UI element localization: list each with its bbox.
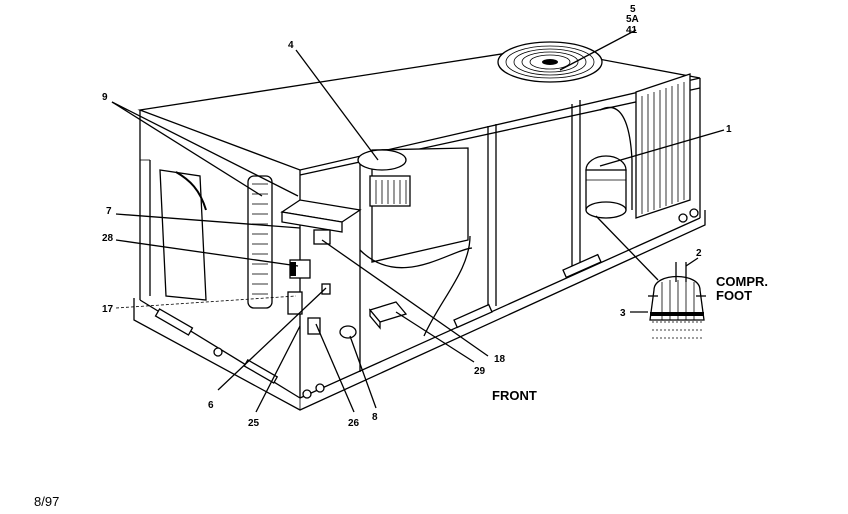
compressor-foot-label-line2: FOOT xyxy=(716,288,752,303)
callout-3: 3 xyxy=(620,308,626,319)
callout-labels: 5 5A 41 4 9 1 7 28 17 2 3 18 29 6 25 26 … xyxy=(102,4,732,429)
callout-2: 2 xyxy=(696,248,702,259)
callout-41: 41 xyxy=(626,25,638,36)
callout-5: 5 xyxy=(630,4,636,15)
callout-18: 18 xyxy=(494,354,506,365)
condenser-fan-grille xyxy=(497,41,603,83)
blower-housing xyxy=(357,147,473,269)
evaporator-coil xyxy=(159,169,273,309)
callout-9: 9 xyxy=(102,92,108,103)
callout-29: 29 xyxy=(474,366,486,377)
condenser-coil xyxy=(599,73,691,219)
callout-8: 8 xyxy=(372,412,378,423)
callout-5a: 5A xyxy=(626,14,639,25)
compressor xyxy=(585,155,627,219)
callout-7: 7 xyxy=(106,206,112,217)
front-label: FRONT xyxy=(492,388,537,403)
revision-date: 8/97 xyxy=(34,494,59,509)
callout-25: 25 xyxy=(248,418,260,429)
callout-28: 28 xyxy=(102,233,114,244)
callout-17: 17 xyxy=(102,304,114,315)
compressor-foot-label-line1: COMPR. xyxy=(716,274,768,289)
control-components xyxy=(280,199,471,339)
callout-4: 4 xyxy=(288,40,294,51)
callout-26: 26 xyxy=(348,418,360,429)
callout-6: 6 xyxy=(208,400,214,411)
leader-lines xyxy=(111,29,725,413)
compressor-foot-detail xyxy=(648,262,706,339)
callout-1: 1 xyxy=(726,124,732,135)
